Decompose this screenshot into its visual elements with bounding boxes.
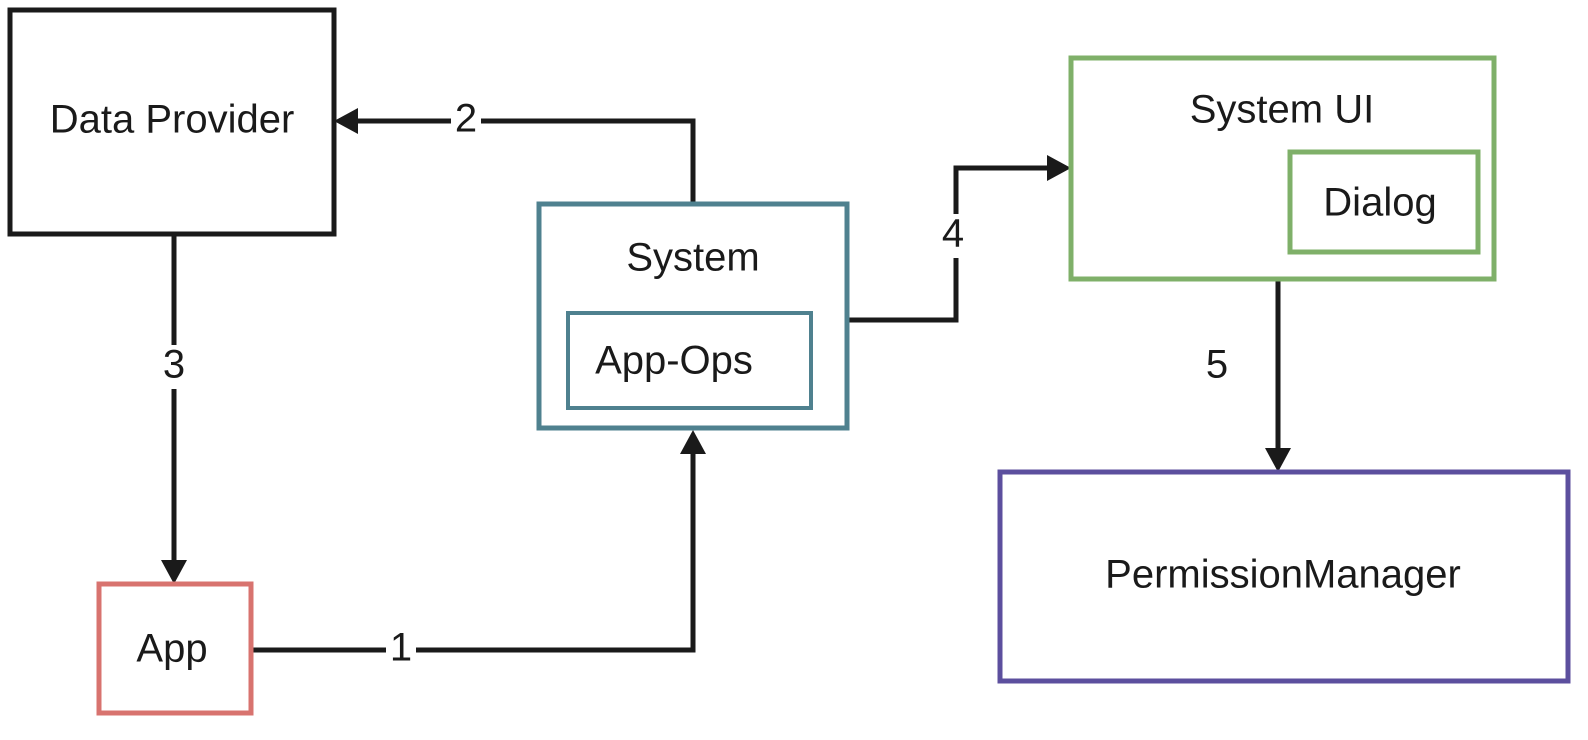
- edge-labels-layer: 1 2 3 4 5: [159, 97, 1232, 672]
- node-label-data-provider: Data Provider: [50, 98, 295, 142]
- edge-line-1: [251, 452, 696, 653]
- edge-2: [334, 108, 696, 204]
- edge-label-backdrop: [386, 628, 416, 672]
- node-data-provider[interactable]: Data Provider: [7, 7, 337, 237]
- edge-label-1: 1: [390, 626, 412, 670]
- edge-5: [1265, 279, 1291, 472]
- edge-3: [161, 234, 187, 584]
- edge-label-backdrop: [938, 214, 968, 258]
- arrow-head-icon: [1265, 448, 1291, 472]
- edge-label-group-4: 4: [938, 212, 968, 258]
- edge-label-group-3: 3: [159, 343, 189, 389]
- node-label-system-ui: System UI: [1190, 88, 1374, 132]
- node-dialog[interactable]: Dialog: [1287, 149, 1481, 255]
- node-box-app-ops[interactable]: [566, 311, 813, 410]
- node-label-permission-manager: PermissionManager: [1105, 553, 1461, 597]
- edge-label-group-2: 2: [451, 97, 481, 143]
- edge-label-3: 3: [163, 343, 185, 387]
- node-label-system: System: [626, 236, 759, 280]
- edge-label-2: 2: [455, 97, 477, 141]
- node-app-ops[interactable]: App-Ops: [566, 311, 813, 410]
- arrow-head-icon: [680, 430, 706, 454]
- edge-label-backdrop: [451, 99, 481, 143]
- edge-label-backdrop: [1202, 345, 1232, 389]
- node-app[interactable]: App: [96, 581, 254, 716]
- edge-1: [251, 430, 706, 653]
- edge-label-5: 5: [1206, 343, 1228, 387]
- arrow-head-icon: [334, 108, 358, 134]
- node-box-permission-manager[interactable]: [997, 469, 1571, 684]
- edge-label-group-5: 5: [1202, 343, 1232, 389]
- node-box-dialog[interactable]: [1287, 149, 1481, 255]
- node-label-app-ops: App-Ops: [595, 339, 753, 383]
- edge-label-group-1: 1: [386, 626, 416, 672]
- arrow-head-icon: [1047, 155, 1071, 181]
- edge-line-2: [356, 118, 696, 204]
- edge-label-backdrop: [159, 345, 189, 389]
- node-box-app[interactable]: [96, 581, 254, 716]
- arrow-head-icon: [161, 560, 187, 584]
- node-permission-manager[interactable]: PermissionManager: [997, 469, 1571, 684]
- node-label-app: App: [136, 627, 207, 671]
- node-label-dialog: Dialog: [1323, 181, 1436, 225]
- edge-label-4: 4: [942, 212, 964, 256]
- node-box-data-provider[interactable]: [7, 7, 337, 237]
